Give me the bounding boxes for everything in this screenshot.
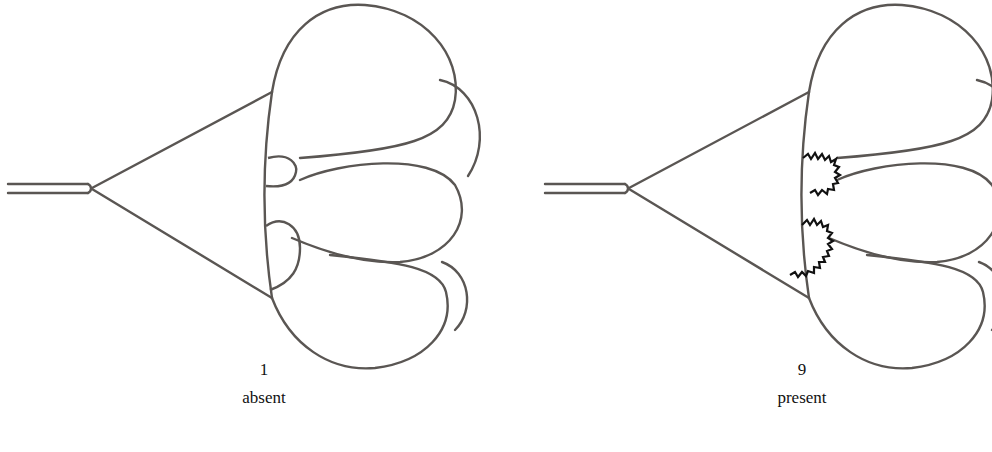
callout-number: 1 (260, 360, 269, 380)
state-label: present (777, 388, 826, 408)
callout-number: 9 (798, 360, 807, 380)
state-label: absent (242, 388, 285, 408)
appendages-present (790, 153, 840, 277)
flower-present (545, 5, 992, 369)
flower-absent (8, 5, 480, 369)
appendages-absent (266, 156, 300, 290)
